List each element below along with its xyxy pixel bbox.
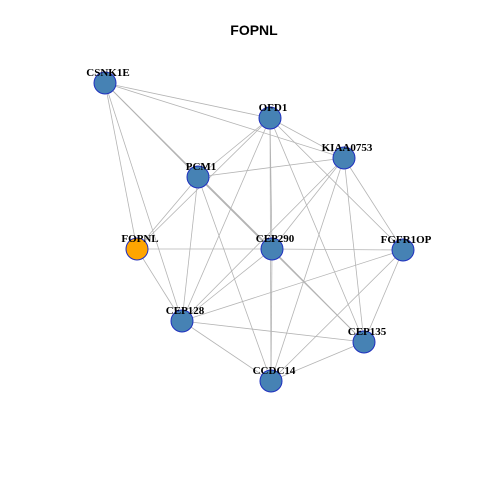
edge-kiaa0753-pcm1 bbox=[197, 157, 345, 178]
node-ofd1[interactable] bbox=[258, 106, 282, 130]
node-label-cep135: CEP135 bbox=[348, 326, 387, 338]
edge-csnk1e-kiaa0753 bbox=[104, 82, 345, 159]
edge-kiaa0753-ccdc14 bbox=[270, 157, 345, 382]
edge-cep290-fgfr1op bbox=[271, 248, 404, 251]
edge-pcm1-fopnl bbox=[136, 176, 199, 250]
edge-ofd1-kiaa0753 bbox=[269, 117, 345, 159]
node-kiaa0753[interactable] bbox=[332, 146, 356, 170]
node-label-ccdc14: CCDC14 bbox=[253, 365, 296, 377]
node-ccdc14[interactable] bbox=[259, 369, 283, 393]
node-cep128[interactable] bbox=[170, 309, 194, 333]
edge-cep135-ccdc14 bbox=[270, 341, 365, 382]
node-label-ofd1: OFD1 bbox=[259, 102, 288, 114]
node-label-fopnl: FOPNL bbox=[121, 233, 158, 245]
edge-kiaa0753-fgfr1op bbox=[343, 157, 404, 251]
edge-csnk1e-fopnl bbox=[104, 82, 138, 250]
edges-layer bbox=[104, 82, 404, 382]
edge-csnk1e-ofd1 bbox=[104, 82, 271, 119]
edge-cep290-cep135 bbox=[271, 248, 365, 343]
node-pcm1[interactable] bbox=[186, 165, 210, 189]
edge-fgfr1op-cep135 bbox=[363, 249, 404, 343]
edge-kiaa0753-cep290 bbox=[271, 157, 345, 250]
edge-cep290-ccdc14 bbox=[270, 248, 273, 382]
edge-fopnl-cep128 bbox=[136, 248, 183, 322]
graph-title: FOPNL bbox=[230, 22, 278, 38]
node-fopnl[interactable] bbox=[125, 237, 149, 261]
node-label-csnk1e: CSNK1E bbox=[86, 67, 129, 79]
edge-cep290-cep128 bbox=[181, 248, 273, 322]
edge-fgfr1op-ccdc14 bbox=[270, 249, 404, 382]
node-csnk1e[interactable] bbox=[93, 71, 117, 95]
edge-ofd1-pcm1 bbox=[197, 117, 271, 178]
edge-ofd1-cep128 bbox=[181, 117, 271, 322]
edge-ofd1-fgfr1op bbox=[269, 117, 404, 251]
node-cep290[interactable] bbox=[260, 237, 284, 261]
node-label-fgfr1op: FGFR1OP bbox=[381, 234, 432, 246]
nodes-layer bbox=[93, 71, 415, 393]
node-label-cep128: CEP128 bbox=[166, 305, 205, 317]
edge-kiaa0753-cep128 bbox=[181, 157, 345, 322]
edge-csnk1e-cep128 bbox=[104, 82, 183, 322]
node-label-pcm1: PCM1 bbox=[186, 161, 217, 173]
node-label-cep290: CEP290 bbox=[256, 233, 295, 245]
node-fgfr1op[interactable] bbox=[391, 238, 415, 262]
node-label-kiaa0753: KIAA0753 bbox=[322, 142, 373, 154]
edge-cep128-ccdc14 bbox=[181, 320, 272, 382]
edge-fgfr1op-cep128 bbox=[181, 249, 404, 322]
node-cep135[interactable] bbox=[352, 330, 376, 354]
edge-cep128-cep135 bbox=[181, 320, 365, 343]
